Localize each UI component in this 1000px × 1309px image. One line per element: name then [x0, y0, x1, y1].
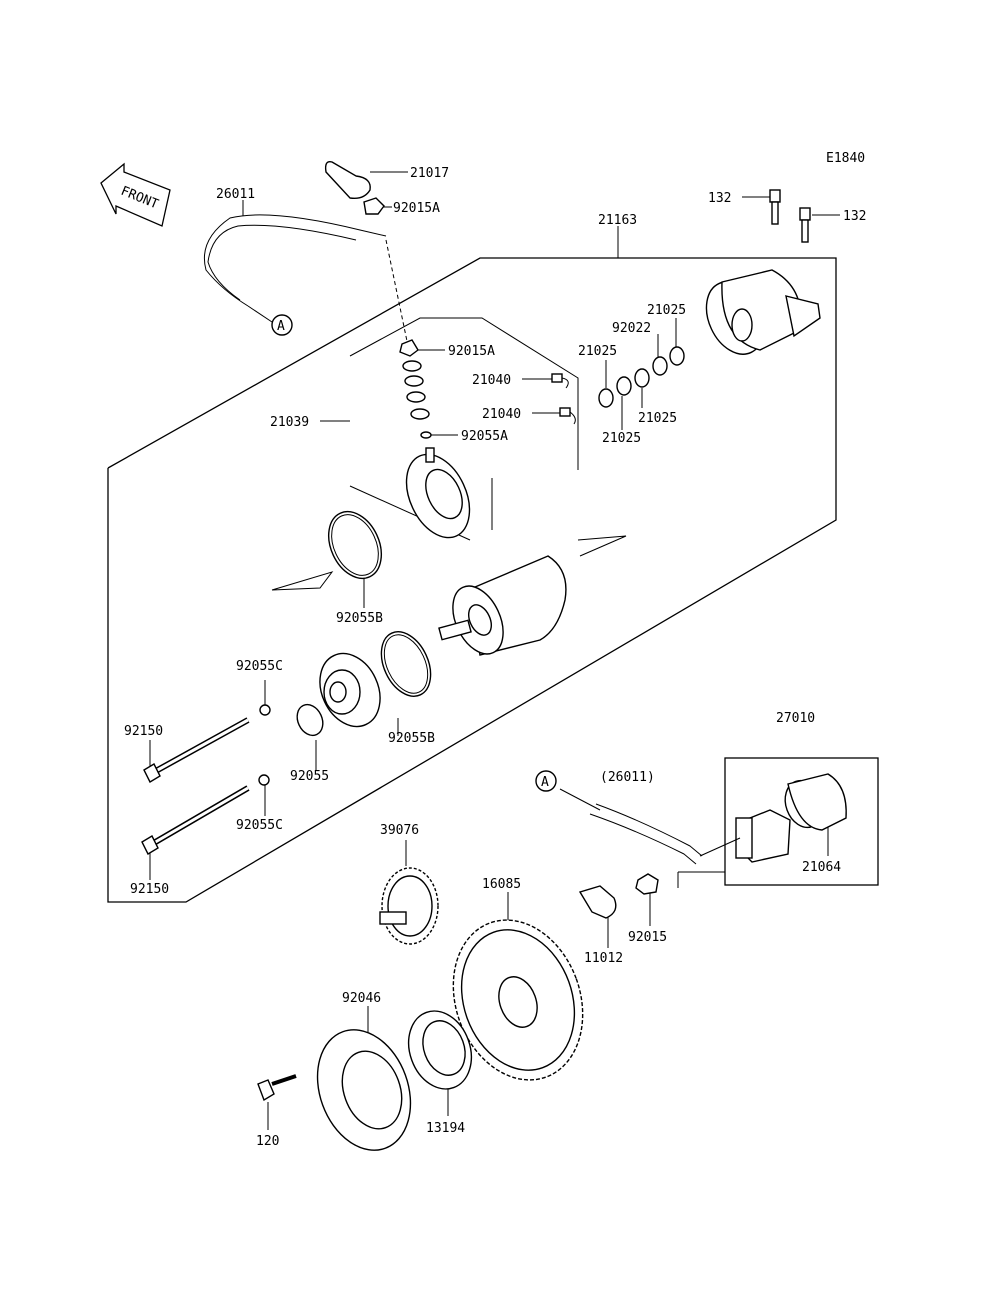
nut-92015: [635, 873, 659, 895]
label-21039: 21039: [270, 415, 309, 430]
label-21025-a: 21025: [647, 303, 686, 318]
label-92055B-b: 92055B: [388, 731, 435, 746]
label-92150-b: 92150: [130, 882, 169, 897]
o-ring-92055: [296, 703, 324, 737]
brush-holder-frame: [349, 317, 579, 470]
label-11012: 11012: [584, 951, 623, 966]
bolt-120: [257, 1074, 297, 1102]
reference-a-bottom: A: [535, 770, 557, 792]
front-arrow-icon: FRONT: [100, 162, 171, 227]
label-92055: 92055: [290, 769, 329, 784]
bolt-132-right: [799, 207, 811, 243]
label-92055A: 92055A: [461, 429, 508, 444]
o-ring-92055B-upper: [327, 510, 383, 580]
brush-21040-a: [551, 373, 569, 389]
label-92055C-a: 92055C: [236, 659, 283, 674]
label-21025-c: 21025: [638, 411, 677, 426]
relay-cover-21064: [784, 773, 847, 831]
washer-stack: [598, 346, 685, 408]
bolt-132-left: [769, 189, 781, 225]
label-27010: 27010: [776, 711, 815, 726]
brush-holder-plate: [405, 447, 471, 539]
one-way-clutch-13194: [407, 1010, 473, 1090]
label-21064: 21064: [802, 860, 841, 875]
leader-lines: [149, 171, 840, 1130]
label-21017: 21017: [410, 166, 449, 181]
label-16085: 16085: [482, 877, 521, 892]
label-120: 120: [256, 1134, 279, 1149]
front-cover: [319, 652, 381, 728]
terminal-cap-11012: [578, 885, 617, 919]
label-92046: 92046: [342, 991, 381, 1006]
label-21040-b: 21040: [482, 407, 521, 422]
label-13194: 13194: [426, 1121, 465, 1136]
label-92150-a: 92150: [124, 724, 163, 739]
through-bolt-92150-b: [141, 785, 250, 855]
label-92022: 92022: [612, 321, 651, 336]
label-26011: 26011: [216, 187, 255, 202]
label-21025-d: 21025: [602, 431, 641, 446]
label-92015: 92015: [628, 930, 667, 945]
nut-92015A-top: [363, 197, 385, 215]
brush-21040-b: [559, 407, 576, 425]
end-cover: [705, 269, 821, 355]
idler-gear-39076: [379, 867, 439, 945]
label-132-left: 132: [708, 191, 731, 206]
label-39076: 39076: [380, 823, 419, 838]
motor-body: [438, 555, 567, 656]
label-92015A-top: 92015A: [393, 201, 440, 216]
terminal-stack: [399, 339, 432, 439]
terminal-cap-21017: [324, 161, 371, 200]
assembly-frame-21163: [107, 257, 837, 903]
starter-cable-26011: [203, 214, 409, 347]
starter-cable-26011-lower: [589, 803, 741, 865]
label-92055C-b: 92055C: [236, 818, 283, 833]
o-ring-92055B-lower: [380, 631, 432, 697]
relay-group-frame: [724, 757, 879, 886]
diagram-id: E1840: [826, 151, 865, 166]
part-number-labels: 21017 92015A 26011 21163 132 132 92015A …: [124, 166, 866, 1149]
starter-relay: [735, 809, 791, 863]
ref-a-bottom-label: A: [541, 775, 549, 790]
reference-a-top: A: [247, 305, 293, 336]
label-26011-paren: (26011): [600, 770, 655, 785]
label-21163: 21163: [598, 213, 637, 228]
label-92015A: 92015A: [448, 344, 495, 359]
label-21025-b: 21025: [578, 344, 617, 359]
through-bolt-92150-a: [143, 717, 250, 783]
label-132-right: 132: [843, 209, 866, 224]
o-ring-92055C-b: [258, 774, 270, 786]
clutch-gear-16085: [452, 919, 584, 1081]
label-92055B-a: 92055B: [336, 611, 383, 626]
label-21040-a: 21040: [472, 373, 511, 388]
ref-a-top-label: A: [277, 319, 285, 334]
clutch-plate-92046: [316, 1029, 412, 1151]
o-ring-92055C-a: [259, 704, 271, 716]
